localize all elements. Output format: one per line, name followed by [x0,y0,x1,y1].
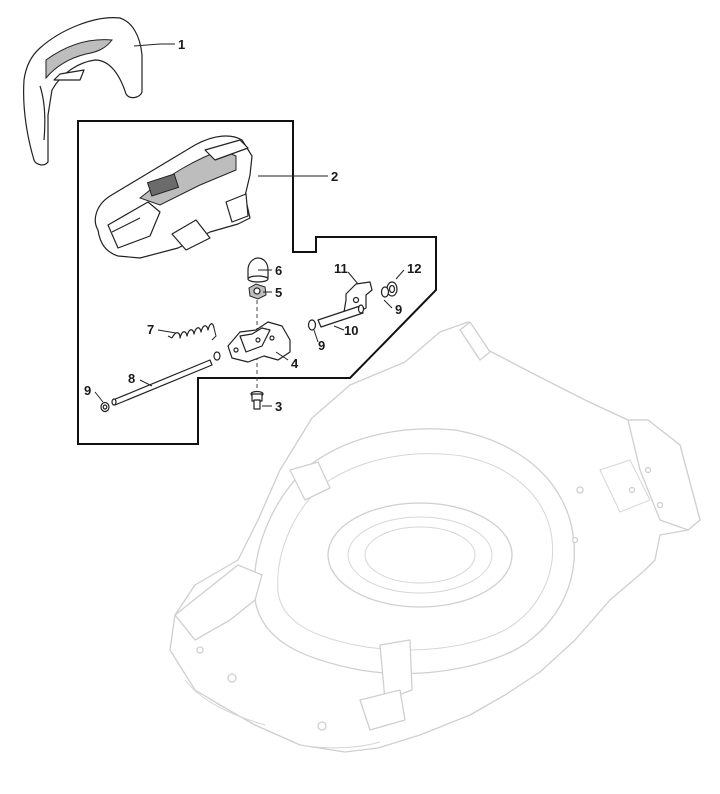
callout-9-lower: 9 [84,383,91,398]
part-5-nut [248,283,267,300]
callout-9-middle: 9 [318,338,325,353]
assembly-outline-2 [77,120,437,445]
callout-8: 8 [128,371,135,386]
callout-12: 12 [407,261,421,276]
part-2-housing [94,135,253,259]
part-8-rod [111,359,213,406]
part-4-lever-bracket [227,321,291,363]
callout-5: 5 [275,285,282,300]
part-1-cover [23,17,143,166]
callout-labels: 1 2 6 5 11 12 9 10 9 7 4 8 9 3 [84,37,421,414]
part-3-screw [250,390,264,410]
part-10-pin [317,304,365,328]
part-9-washer-middle [307,319,317,331]
callout-11: 11 [334,261,348,276]
callout-10: 10 [344,323,358,338]
part-9-washer-rod-end [213,351,221,361]
part-12-spring-washer [386,281,398,297]
part-7-spring [167,323,217,341]
mower-deck-ghost [169,321,701,753]
callout-9-upper: 9 [395,302,402,317]
callout-3: 3 [275,399,282,414]
leader-lines [94,43,405,407]
part-9-washer-lower [100,401,110,413]
callout-4: 4 [291,356,299,371]
callout-1: 1 [178,37,185,52]
callout-6: 6 [275,263,282,278]
part-9-washer-upper [380,286,390,298]
callout-2: 2 [331,169,338,184]
part-11-bracket [343,281,373,315]
callout-7: 7 [147,322,154,337]
